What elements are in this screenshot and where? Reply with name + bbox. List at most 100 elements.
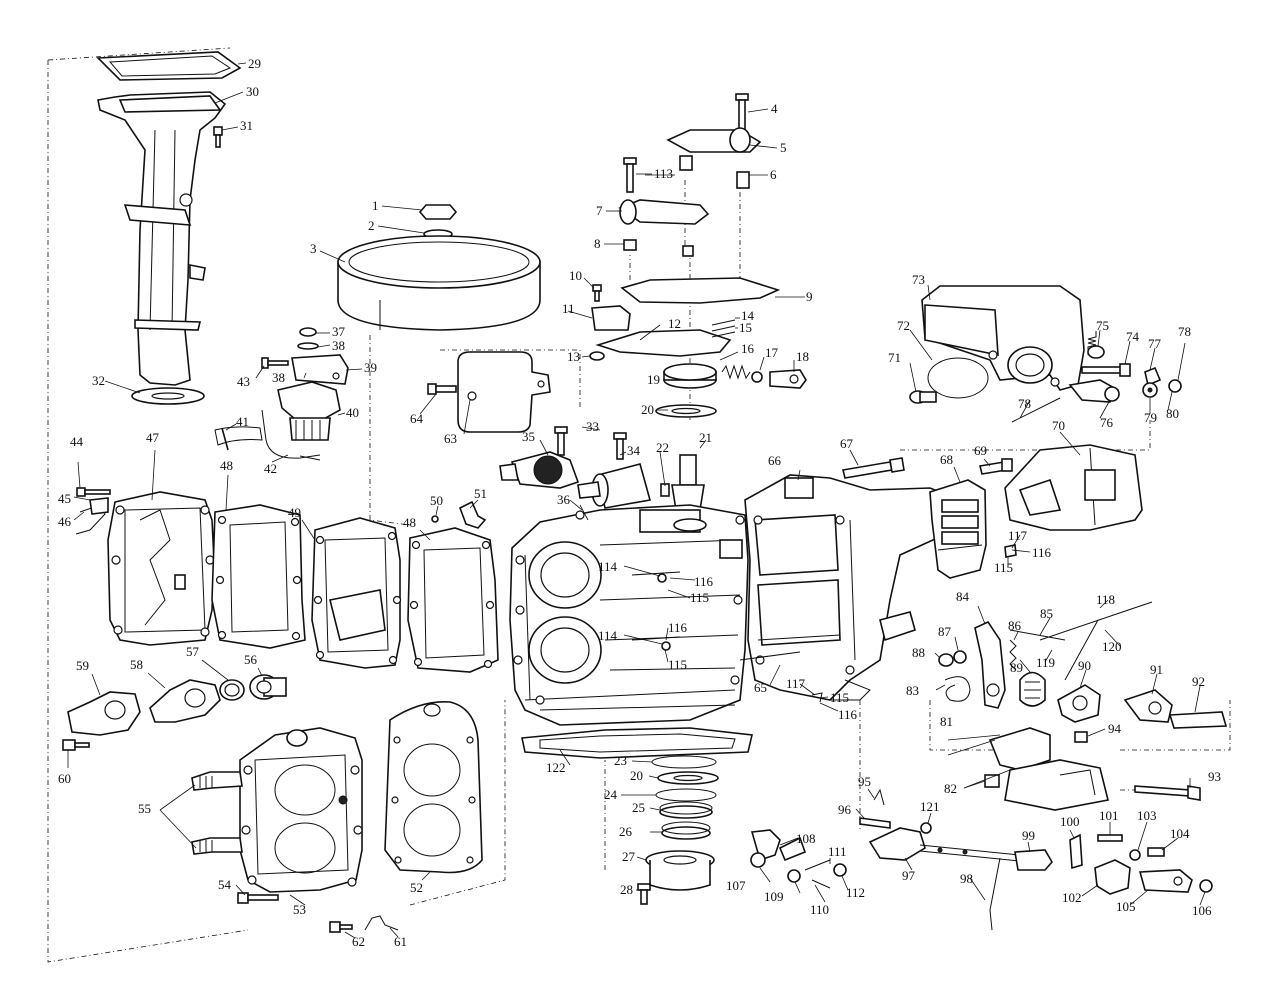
label-52: 52 <box>410 880 423 895</box>
label-115a: 115 <box>690 590 709 605</box>
part-66-crankcase <box>744 474 961 701</box>
part-48-gasket-right <box>407 527 499 673</box>
part-14-15-clips <box>711 319 736 338</box>
label-38b: 38 <box>272 370 285 385</box>
part-60-bolt <box>62 739 90 751</box>
part-6a-bush <box>679 155 693 171</box>
part-27-housing <box>645 850 715 891</box>
label-57: 57 <box>186 644 200 659</box>
label-113: 113 <box>654 166 673 181</box>
label-115c: 115 <box>994 560 1013 575</box>
label-98: 98 <box>960 871 973 886</box>
label-82: 82 <box>944 781 957 796</box>
label-112: 112 <box>846 885 865 900</box>
label-21: 21 <box>699 430 712 445</box>
label-117b: 117 <box>786 676 806 691</box>
part-63-cover <box>457 351 551 433</box>
label-62: 62 <box>352 934 365 949</box>
part-21-crankshaft <box>671 454 705 511</box>
label-58: 58 <box>130 657 143 672</box>
part-9-plate <box>620 277 781 304</box>
label-30: 30 <box>246 84 259 99</box>
label-34: 34 <box>627 443 641 458</box>
part-97-shaft <box>868 827 1021 862</box>
part-94-nut <box>1074 731 1088 743</box>
label-15: 15 <box>739 320 752 335</box>
part-74-screw <box>1081 363 1131 377</box>
label-35: 35 <box>522 429 535 444</box>
label-115d: 115 <box>830 690 849 705</box>
label-63: 63 <box>444 431 457 446</box>
label-24: 24 <box>604 787 618 802</box>
part-3-flywheel <box>337 235 541 331</box>
label-5: 5 <box>780 140 787 155</box>
part-34-starter <box>577 463 652 509</box>
label-64: 64 <box>410 411 424 426</box>
part-75-spring <box>1087 331 1105 359</box>
part-1-nut <box>418 204 458 220</box>
label-45: 45 <box>58 491 71 506</box>
part-17-nut <box>751 371 763 383</box>
label-46: 46 <box>58 514 72 529</box>
label-84: 84 <box>956 589 970 604</box>
part-70-intake <box>1004 444 1143 531</box>
part-102-gear <box>1094 859 1131 895</box>
part-77-clip <box>1144 366 1162 387</box>
part-50-51-clip <box>431 500 487 529</box>
label-40: 40 <box>346 405 359 420</box>
label-88: 88 <box>912 645 925 660</box>
label-93: 93 <box>1208 769 1221 784</box>
label-43: 43 <box>237 374 250 389</box>
label-90: 90 <box>1078 658 1091 673</box>
part-99-clamp <box>1014 849 1053 871</box>
part-35-solenoid <box>499 451 580 489</box>
part-8-bush <box>623 239 637 251</box>
part-labels: 29 30 31 32 1 2 3 4 5 6 113 7 8 9 10 11 … <box>58 56 1221 949</box>
part-52-gasket <box>384 701 483 874</box>
label-48b: 48 <box>403 515 416 530</box>
part-121-nut <box>920 822 932 834</box>
label-13: 13 <box>567 349 580 364</box>
part-5-bracket <box>666 127 762 153</box>
label-48a: 48 <box>220 458 233 473</box>
label-68: 68 <box>940 452 953 467</box>
label-101: 101 <box>1099 808 1119 823</box>
label-116c: 116 <box>1032 545 1052 560</box>
label-10: 10 <box>569 268 582 283</box>
part-80-nut <box>1168 379 1182 393</box>
part-69-bolt <box>979 458 1013 475</box>
part-53-cylinder-head <box>239 727 363 893</box>
label-95: 95 <box>858 774 871 789</box>
part-93-bolt <box>1134 785 1201 801</box>
part-38-washer <box>297 342 319 350</box>
label-75: 75 <box>1096 318 1109 333</box>
label-27: 27 <box>622 849 636 864</box>
label-91: 91 <box>1150 662 1163 677</box>
part-10-bolt <box>592 284 602 302</box>
part-28-bolt <box>637 883 651 905</box>
part-56-thermostat-cover <box>249 674 287 700</box>
label-107: 107 <box>726 878 746 893</box>
label-119: 119 <box>1036 655 1055 670</box>
label-103: 103 <box>1137 808 1157 823</box>
label-9: 9 <box>806 289 813 304</box>
label-114a: 114 <box>598 559 618 574</box>
label-83: 83 <box>906 683 919 698</box>
label-23: 23 <box>614 753 627 768</box>
label-38: 38 <box>332 338 345 353</box>
label-1: 1 <box>372 198 379 213</box>
label-121: 121 <box>920 799 940 814</box>
part-86-spring <box>1009 639 1017 671</box>
part-36-cylinder-block <box>509 504 749 726</box>
part-64-bolt <box>427 383 457 395</box>
label-49: 49 <box>288 505 301 520</box>
label-116d: 116 <box>838 707 858 722</box>
label-20b: 20 <box>630 768 643 783</box>
label-85: 85 <box>1040 606 1053 621</box>
label-14: 14 <box>741 308 755 323</box>
label-120: 120 <box>1102 639 1122 654</box>
part-87-88-bush <box>938 650 967 667</box>
label-115b: 115 <box>668 657 687 672</box>
label-53: 53 <box>293 902 306 917</box>
